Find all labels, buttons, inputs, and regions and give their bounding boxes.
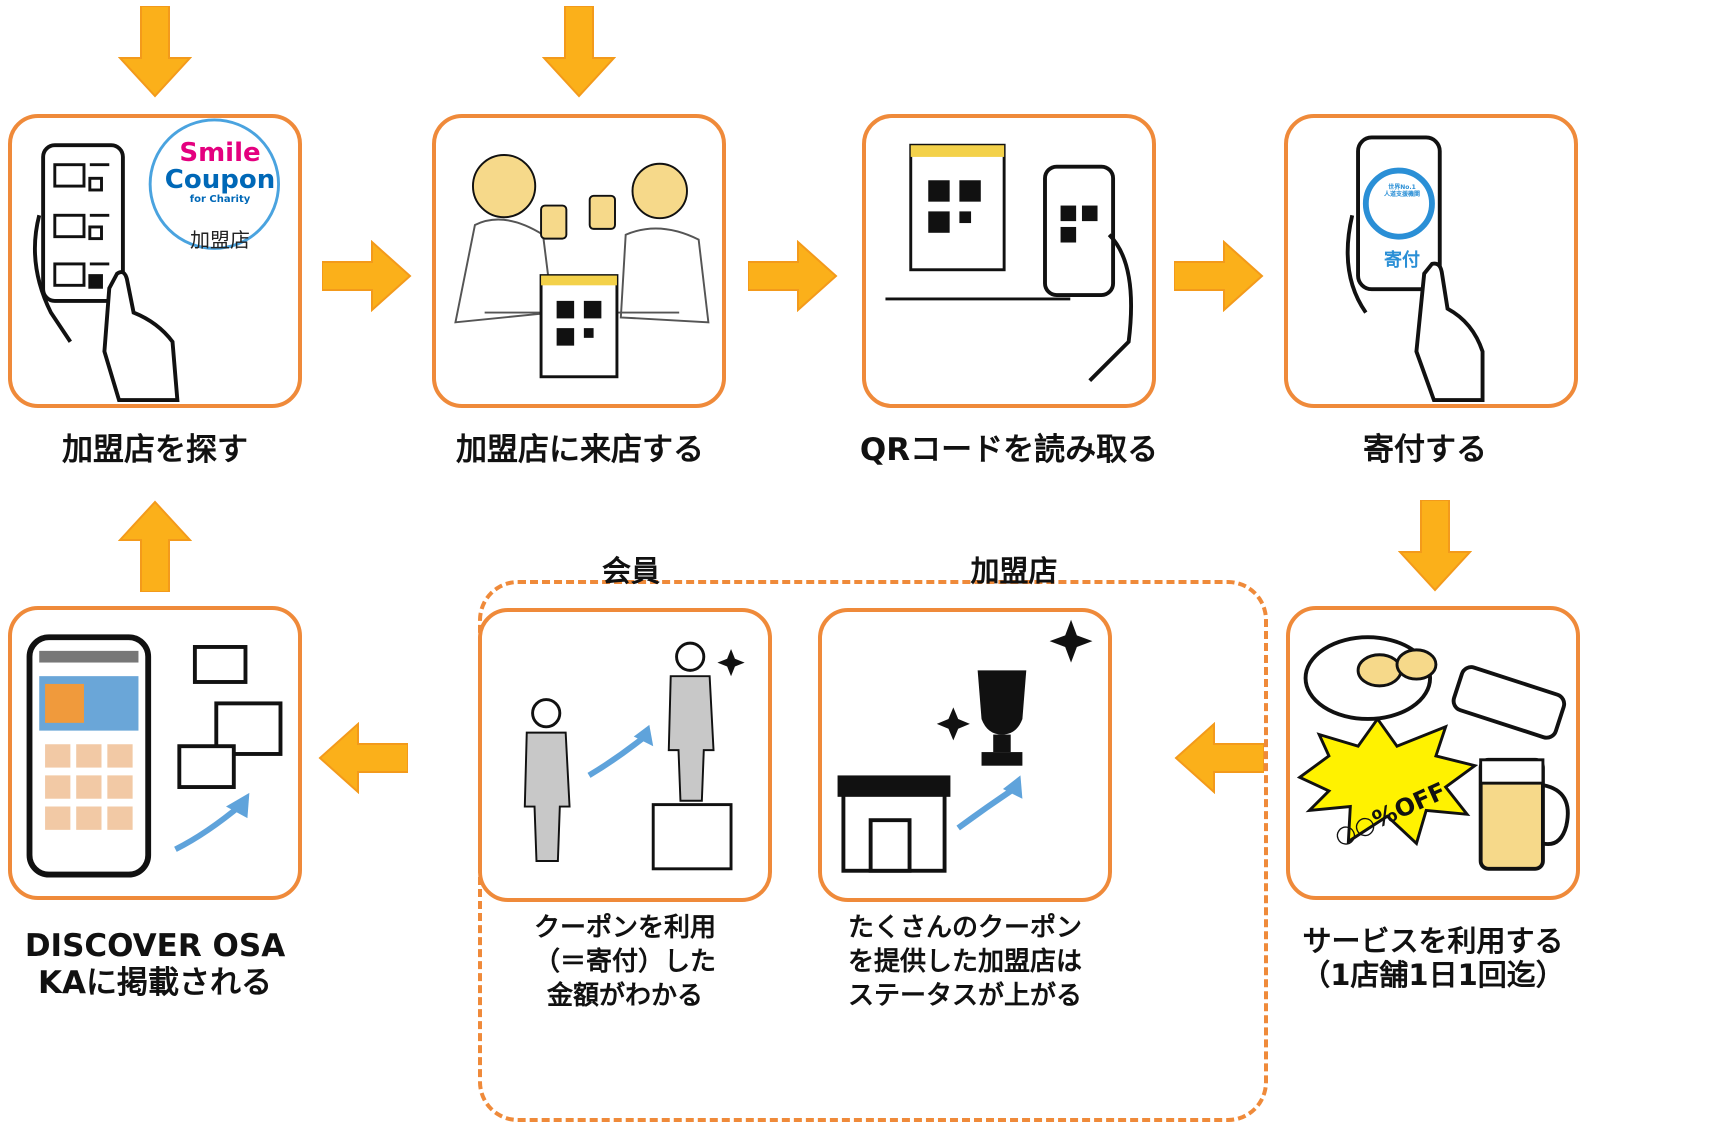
- right-arrow-1: [322, 240, 412, 312]
- aid-org-small-text: 世界No.1 人道支援機関: [1383, 184, 1420, 199]
- step-find-panel: Smile Coupon for Charity 加盟店: [8, 114, 302, 408]
- food-discount-illustration: [1296, 635, 1570, 871]
- people-toasting-illustration: [454, 153, 710, 379]
- member-description: クーポンを利用 （＝寄付）した 金額がわかる: [533, 913, 716, 1011]
- down-arrow-2: [542, 6, 616, 98]
- member-promotion-illustration: [523, 641, 745, 871]
- right-arrow-2: [748, 240, 838, 312]
- donate-phone-illustration: [1345, 135, 1485, 403]
- down-arrow-3: [1398, 500, 1472, 592]
- store-trophy-illustration: [837, 619, 1093, 873]
- left-arrow-2: [318, 722, 408, 794]
- step-listed-label: DISCOVER OSA KAに掲載される: [24, 928, 286, 1001]
- app-listing-illustration: [26, 634, 283, 878]
- down-arrow-1: [118, 6, 192, 98]
- step-listed-panel: [8, 606, 302, 900]
- step-donate-label: 寄付する: [1363, 432, 1487, 468]
- step-scan-label: QRコードを読み取る: [859, 432, 1159, 468]
- store-status-description: たくさんのクーポン を提供した加盟店は ステータスが上がる: [847, 913, 1082, 1011]
- store-heading: 加盟店: [970, 554, 1058, 588]
- step-find-label: 加盟店を探す: [62, 432, 248, 468]
- up-arrow-1: [118, 500, 192, 592]
- member-panel: [478, 608, 772, 902]
- store-status-panel: [818, 608, 1112, 902]
- phone-store-list-illustration: [32, 118, 281, 403]
- qr-scan-illustration: [885, 143, 1134, 383]
- left-arrow-1: [1174, 722, 1264, 794]
- step-visit-panel: [432, 114, 726, 408]
- step-service-panel: ○○%OFF: [1286, 606, 1580, 900]
- step-scan-panel: [862, 114, 1156, 408]
- smile-coupon-logo: Smile Coupon for Charity: [164, 138, 276, 205]
- step-donate-panel: 世界No.1 人道支援機関 寄付: [1284, 114, 1578, 408]
- member-store-badge-text: 加盟店: [190, 228, 250, 252]
- donate-badge-text: 寄付: [1384, 250, 1420, 271]
- member-heading: 会員: [601, 554, 660, 588]
- step-visit-label: 加盟店に来店する: [456, 432, 704, 468]
- right-arrow-3: [1174, 240, 1264, 312]
- step-service-label: サービスを利用する （1店舗1日1回迄）: [1301, 924, 1565, 993]
